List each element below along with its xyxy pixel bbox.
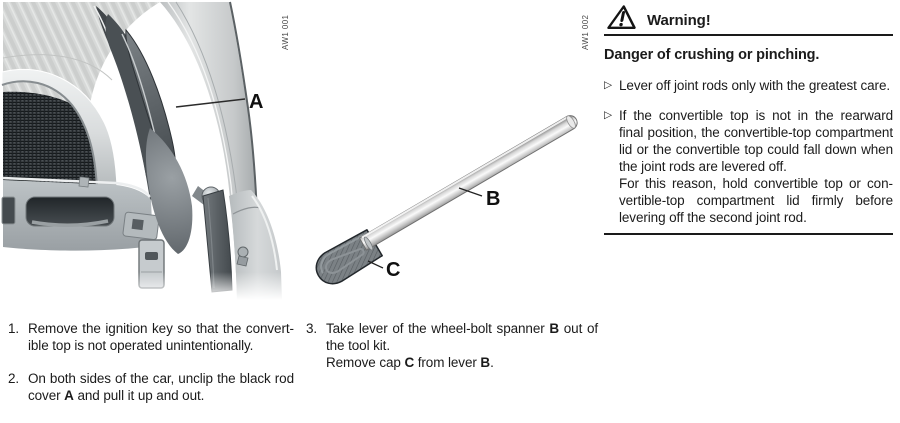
- lever-rod-b: [358, 115, 578, 251]
- door-striker: [237, 246, 249, 258]
- step-number: 3.: [306, 321, 318, 336]
- step-text: Remove the ignition key so that the conv…: [28, 321, 294, 353]
- step-text: On both sides of the car, unclip the bla…: [28, 371, 294, 403]
- steps-column-1: 1. Remove the ignition key so that the co…: [8, 320, 294, 404]
- warning-box: Warning! Danger of crushing or pinching.…: [604, 4, 893, 235]
- belt-bracket: [122, 211, 160, 241]
- bottom-fade: [0, 272, 292, 302]
- step-text: Take lever of the wheel-bolt spanner B o…: [326, 321, 599, 370]
- wind-deflector-mesh: [3, 91, 117, 186]
- figure-code-1: AW1 001: [281, 14, 290, 50]
- step-item: 1. Remove the ignition key so that the co…: [8, 320, 294, 354]
- bullet-marker: ▷: [604, 109, 613, 121]
- warning-triangle-icon: [607, 5, 636, 29]
- illustration-lever: B C: [315, 115, 578, 285]
- callout-c-leader: [367, 260, 384, 269]
- callout-c-label: C: [386, 259, 400, 281]
- top-mechanism: [145, 128, 193, 254]
- warning-bullet-text: If the convertible top is not in the rea…: [619, 108, 893, 225]
- warning-bullet: ▷ Lever off joint rods only with the grea…: [604, 77, 893, 94]
- warning-bottom-rule: [604, 233, 893, 235]
- warning-bullet-list: ▷ Lever off joint rods only with the grea…: [604, 77, 893, 226]
- step-item: 2. On both sides of the car, unclip the b…: [8, 370, 294, 404]
- callout-b-leader: [458, 187, 483, 197]
- step-item: 3. Take lever of the wheel-bolt spanner B…: [306, 320, 598, 371]
- warning-title: Warning!: [647, 12, 711, 29]
- step-number: 1.: [8, 321, 20, 336]
- bullet-marker: ▷: [604, 79, 613, 91]
- warning-header: Warning!: [604, 4, 893, 36]
- compartment-panel: [1, 176, 153, 251]
- step-number: 2.: [8, 371, 20, 386]
- callout-a-label: A: [249, 91, 263, 113]
- illustration-rod-cover: A: [0, 1, 292, 302]
- warning-bullet: ▷ If the convertible top is not in the re…: [604, 107, 893, 226]
- figure-code-2: AW1 002: [581, 14, 590, 50]
- steps-column-2: 3. Take lever of the wheel-bolt spanner B…: [306, 320, 598, 371]
- warning-bullet-text: Lever off joint rods only with the great…: [619, 78, 891, 93]
- callout-b-label: B: [486, 188, 500, 210]
- callout-a-leader: [175, 98, 246, 108]
- warning-heading: Danger of crushing or pinching.: [604, 47, 820, 63]
